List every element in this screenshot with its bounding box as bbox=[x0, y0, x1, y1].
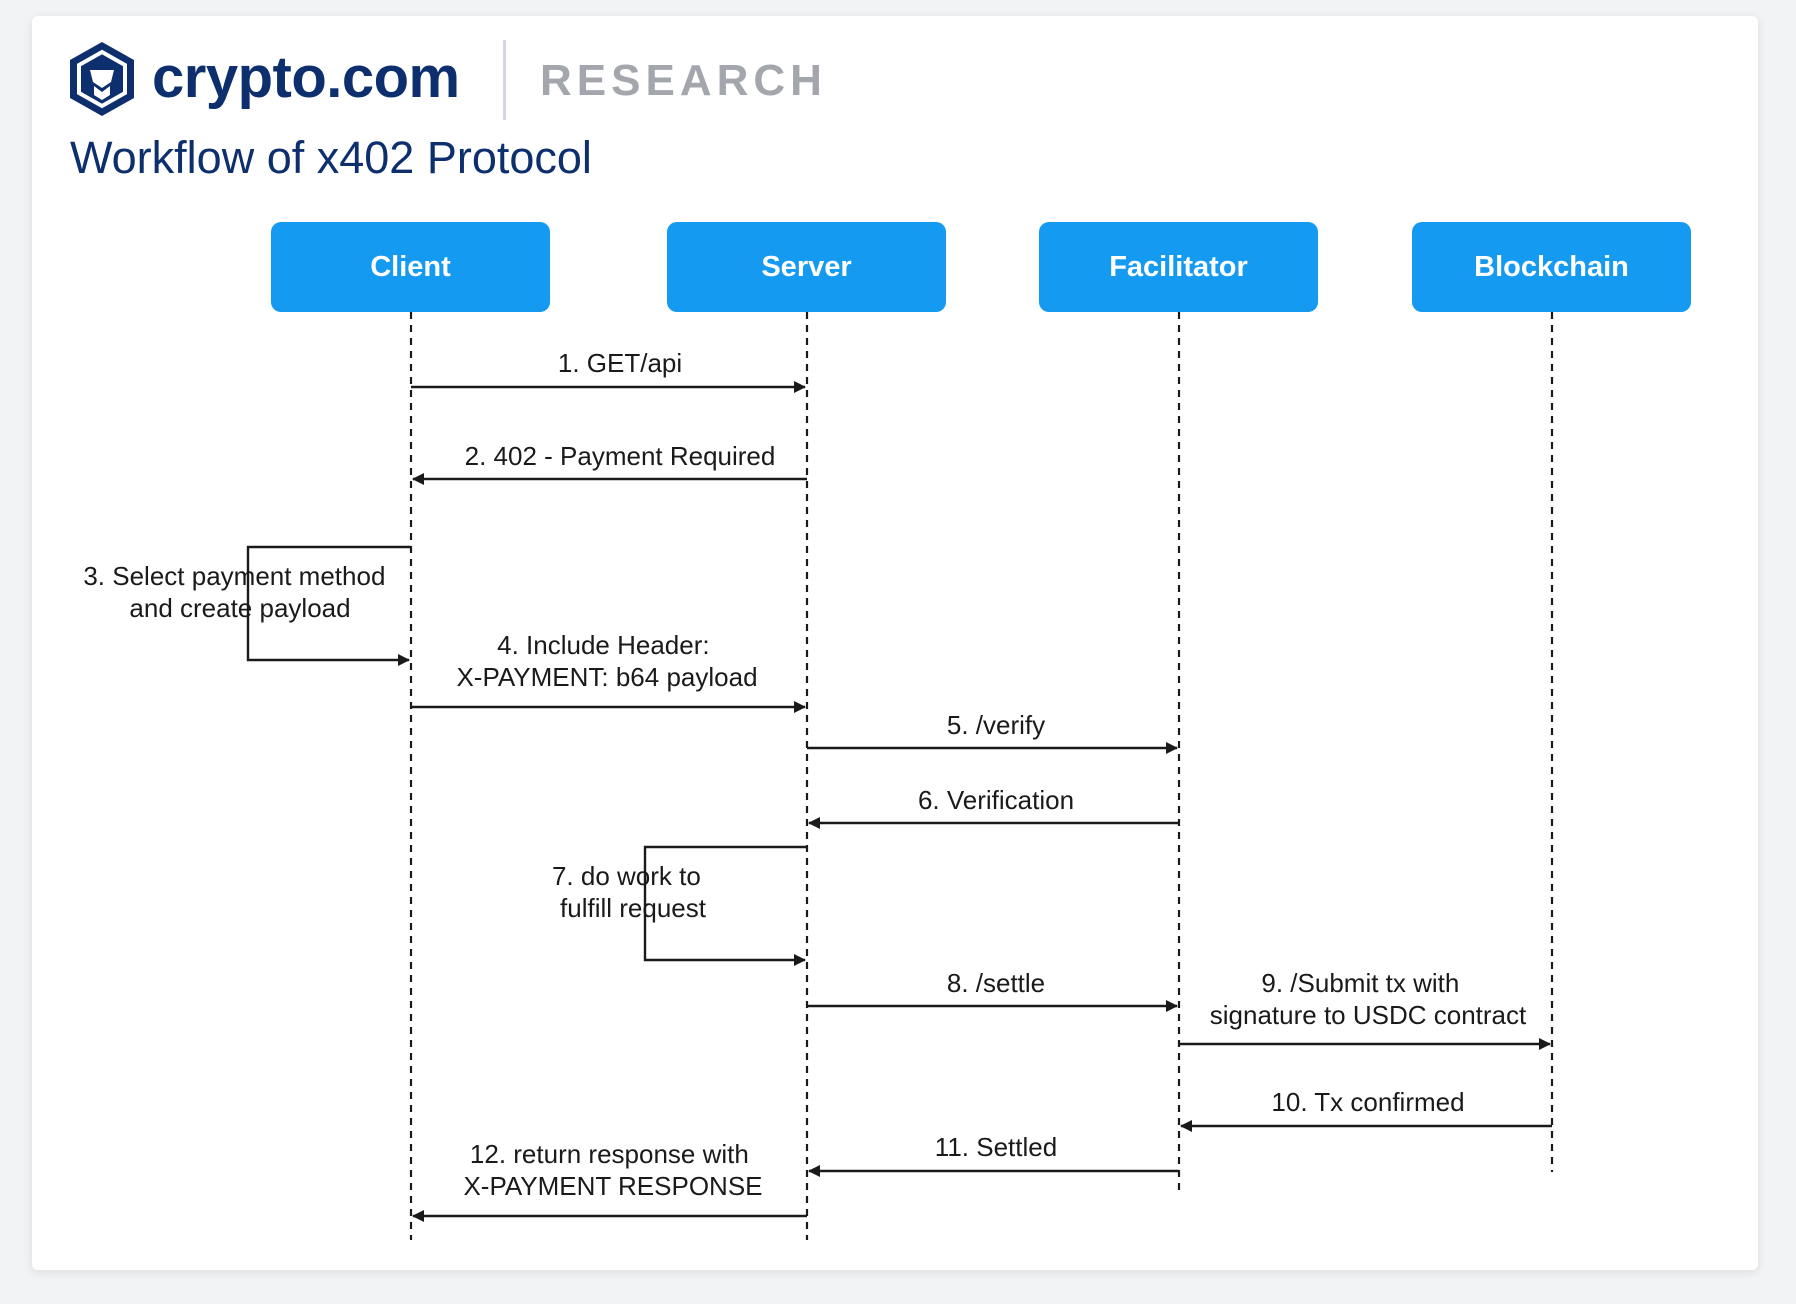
step-8-label: 8. /settle bbox=[947, 968, 1045, 998]
step-7-label: 7. do work to fulfill request bbox=[552, 861, 708, 923]
section-label: RESEARCH bbox=[540, 56, 827, 105]
crypto-com-logo-icon bbox=[70, 42, 134, 116]
step-7-arrow bbox=[643, 845, 807, 966]
actor-facilitator: Facilitator bbox=[1039, 222, 1318, 312]
step-5-label: 5. /verify bbox=[947, 710, 1045, 740]
step-1-label: 1. GET/api bbox=[558, 348, 682, 378]
step-11-label: 11. Settled bbox=[935, 1132, 1057, 1162]
actor-blockchain: Blockchain bbox=[1412, 222, 1691, 312]
step-2-label: 2. 402 - Payment Required bbox=[465, 441, 776, 471]
step-3-label: 3. Select payment method and create payl… bbox=[83, 561, 392, 623]
step-10-label: 10. Tx confirmed bbox=[1271, 1087, 1464, 1117]
step-6-label: 6. Verification bbox=[918, 785, 1074, 815]
step-3-arrow bbox=[246, 545, 411, 666]
actor-server: Server bbox=[667, 222, 946, 312]
actor-client: Client bbox=[271, 222, 550, 312]
diagram-title: Workflow of x402 Protocol bbox=[70, 132, 592, 183]
step-9-label: 9. /Submit tx with signature to USDC con… bbox=[1210, 968, 1527, 1030]
step-4-label: 4. Include Header: X-PAYMENT: b64 payloa… bbox=[456, 630, 757, 692]
header-divider bbox=[503, 40, 506, 120]
step-12-label: 12. return response with X-PAYMENT RESPO… bbox=[463, 1139, 762, 1201]
brand-name: crypto.com bbox=[152, 45, 460, 110]
